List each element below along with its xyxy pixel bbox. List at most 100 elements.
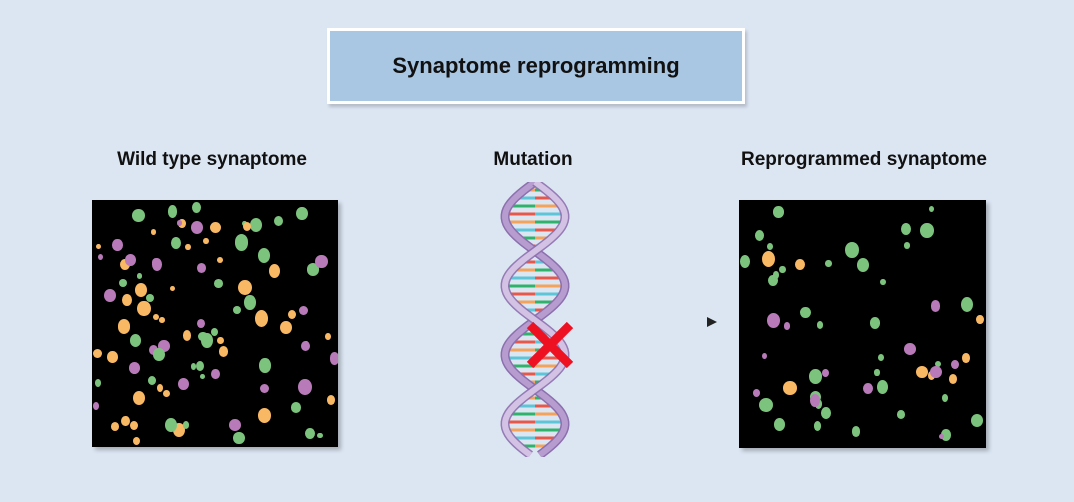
synapse-dot (766, 312, 781, 329)
synapse-dot (934, 360, 942, 367)
synapse-dot (903, 342, 916, 355)
synapse-dot (260, 383, 270, 393)
synapse-dot (92, 348, 102, 359)
synapse-dot (97, 254, 103, 261)
synapse-dot (130, 420, 139, 431)
synapse-dot (152, 313, 159, 321)
synapse-dot (288, 310, 296, 320)
synapse-dot (182, 329, 192, 341)
synapse-dot (137, 300, 151, 317)
synapse-dot (874, 369, 880, 376)
synapse-dot (304, 427, 316, 440)
synapse-dot (774, 418, 785, 431)
synapse-dot (171, 236, 182, 250)
synapse-dot (119, 278, 127, 287)
synapse-dot (136, 272, 143, 279)
synapse-dot (940, 428, 952, 441)
synapse-dot (185, 244, 191, 251)
synapse-dot (869, 317, 881, 329)
synapse-dot (291, 402, 302, 413)
synapse-dot (298, 379, 312, 396)
synapse-dot (134, 282, 148, 297)
synapse-dot (820, 406, 831, 419)
wild-type-label: Wild type synaptome (117, 149, 307, 170)
synapse-dot (120, 415, 130, 427)
synapse-dot (169, 285, 175, 292)
synapse-dot (762, 250, 776, 268)
synapse-dot (896, 409, 906, 419)
synapse-dot (915, 365, 928, 379)
synapse-dot (92, 401, 100, 411)
mutation-cross-icon (526, 321, 574, 369)
synapse-dot (129, 334, 141, 348)
diagram-title: Synaptome reprogramming (392, 53, 680, 78)
synapse-dot (228, 419, 241, 432)
synapse-dot (813, 421, 821, 431)
synapse-dot (767, 243, 774, 250)
synapse-dot (132, 208, 145, 222)
synapse-dot (148, 344, 158, 356)
synapse-dot (197, 318, 206, 328)
synapse-dot (950, 359, 959, 370)
synapse-dot (821, 368, 829, 377)
synapse-dot (880, 278, 887, 286)
synapse-dot (877, 380, 889, 395)
synapse-dot (177, 377, 189, 391)
synapse-dot (817, 321, 824, 329)
synapse-dot (121, 293, 132, 307)
synapse-dot (158, 340, 170, 353)
synapse-dot (132, 391, 145, 406)
synapse-dot (96, 243, 102, 250)
synapse-dot (211, 368, 221, 380)
synapse-dot (244, 295, 256, 310)
synapse-dot (124, 253, 136, 267)
synapse-dot (767, 274, 779, 287)
synapse-dot (217, 336, 225, 345)
synapse-dot (772, 271, 780, 279)
synapse-dot (232, 305, 241, 315)
reprogrammed-synaptome-image (739, 200, 986, 448)
synapse-dot (941, 393, 948, 402)
synapse-dot (200, 373, 206, 380)
synapse-dot (156, 383, 164, 392)
synapse-dot (862, 383, 873, 395)
synapse-dot (257, 408, 271, 423)
synapse-dot (930, 366, 942, 379)
synapse-dot (825, 260, 832, 267)
synapse-dot (243, 221, 252, 232)
synapse-dot (197, 263, 207, 274)
synapse-dot (928, 205, 935, 212)
synapse-dot (150, 229, 156, 235)
synapse-dot (938, 433, 945, 440)
synapse-dot (268, 264, 281, 279)
synapse-dot (903, 242, 910, 249)
synapse-dot (948, 374, 958, 385)
synapse-dot (851, 426, 861, 437)
synapse-dot (296, 206, 308, 221)
synapse-dot (238, 280, 252, 296)
synapse-dot (779, 266, 786, 274)
wild-type-synaptome-image (92, 200, 338, 447)
synapse-dot (147, 375, 156, 386)
synapse-dot (198, 331, 208, 342)
synapse-dot (317, 432, 323, 439)
synapse-dot (259, 358, 271, 373)
synapse-dot (960, 296, 973, 312)
synapse-dot (752, 388, 761, 397)
synapse-dot (857, 257, 870, 272)
reprogrammed-label: Reprogrammed synaptome (740, 149, 988, 170)
synapse-dot (173, 423, 185, 438)
synapse-dot (107, 351, 118, 364)
dna-helix-icon (500, 182, 574, 457)
synapse-dot (233, 431, 245, 444)
title-box: Synaptome reprogramming (327, 28, 745, 104)
synapse-dot (783, 322, 791, 330)
synapse-dot (739, 254, 751, 268)
synapse-dot (809, 394, 820, 407)
synapse-dot (877, 354, 885, 361)
synapse-dot (211, 327, 219, 337)
synapse-dot (249, 218, 262, 233)
synapse-dot (254, 310, 268, 327)
synapse-dot (119, 258, 130, 270)
synapse-dot (258, 248, 271, 263)
